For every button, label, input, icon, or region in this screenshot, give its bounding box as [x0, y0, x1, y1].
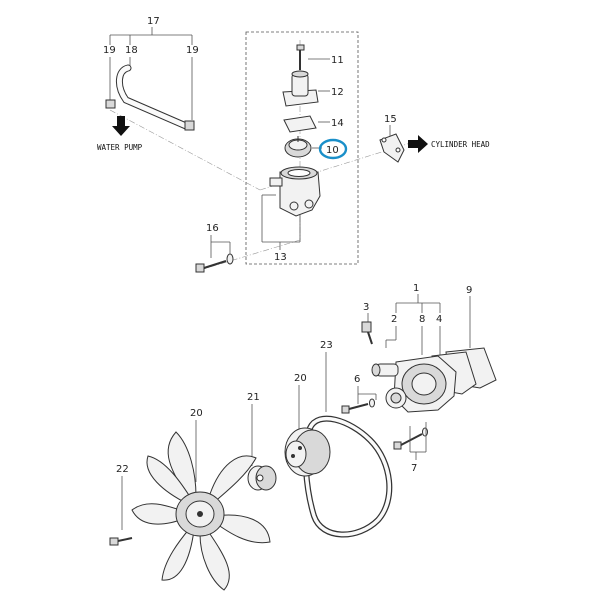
- callout-5: 8: [419, 314, 425, 325]
- callout-14: 14: [331, 118, 344, 129]
- callout-16: 16: [206, 223, 219, 234]
- bolt-6: [341, 398, 375, 414]
- callout-22: 22: [116, 464, 129, 475]
- water-hose: [116, 64, 190, 130]
- gasket-15: [379, 133, 405, 163]
- callout-4: 4: [436, 314, 442, 325]
- cylinder-head-arrow-icon: [408, 135, 428, 153]
- callout-12: 12: [331, 87, 344, 98]
- callout-18: 18: [125, 45, 138, 56]
- callout-3: 3: [363, 302, 369, 313]
- bolt-16: [195, 253, 234, 273]
- thermostat-housing-13: [269, 166, 321, 217]
- pulley-8: [284, 427, 331, 477]
- callout-17-group: 17 19 18 19: [103, 16, 199, 120]
- callout-6: 6: [354, 374, 360, 385]
- thermostat-group-box: [245, 31, 359, 265]
- callout-17: 17: [147, 16, 160, 27]
- spacer-21: [247, 465, 277, 491]
- callout-1: 1: [413, 283, 419, 294]
- cooling-fan-20: [131, 431, 271, 591]
- callout-11: 11: [331, 55, 344, 66]
- hose-clamp-right: [184, 120, 195, 131]
- cylinder-head-label: CYLINDER HEAD: [431, 140, 490, 149]
- callout-19-left: 19: [103, 45, 116, 56]
- callout-9: 9: [466, 285, 472, 296]
- callout-15: 15: [384, 114, 397, 125]
- callout-7: 7: [411, 463, 417, 474]
- callout-10: 10: [326, 145, 339, 156]
- callout-2: 2: [391, 314, 397, 325]
- callout-1-group: 1 2 8 4: [385, 283, 442, 358]
- callout-19-right: 19: [186, 45, 199, 56]
- bolt-7: [393, 427, 428, 450]
- bolt-11: [296, 44, 305, 70]
- water-pump-body: [371, 355, 457, 413]
- water-pump-label: WATER PUMP: [97, 143, 143, 152]
- callout-20: 20: [190, 408, 203, 419]
- callout-8: 20: [294, 373, 307, 384]
- gasket-14: [283, 115, 317, 133]
- thermostat-10: [284, 136, 312, 158]
- thermostat-outlet-12: [282, 70, 319, 107]
- highlight-circle: [318, 138, 348, 160]
- bolt-22: [109, 537, 133, 546]
- center-dash-lines: [109, 40, 421, 271]
- callout-21: 21: [247, 392, 260, 403]
- water-pump-arrow-icon: [112, 116, 130, 136]
- callout-23: 23: [320, 340, 333, 351]
- callout-13: 13: [274, 252, 287, 263]
- sensor-3: [361, 321, 373, 345]
- hose-clamp-left: [105, 99, 116, 109]
